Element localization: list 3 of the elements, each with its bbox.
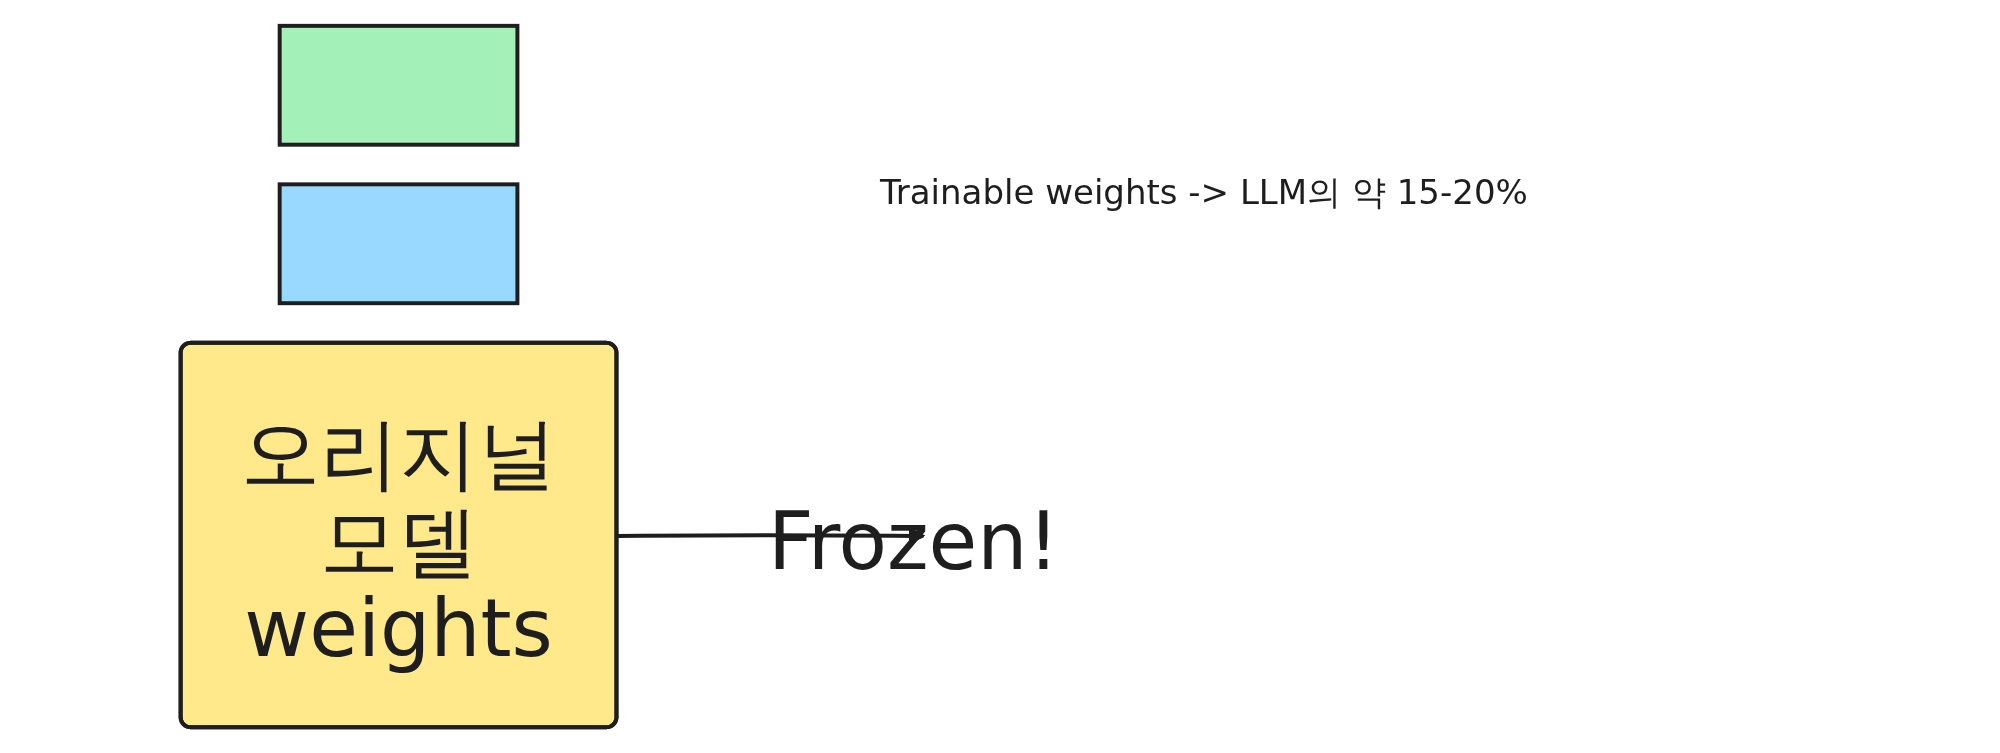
note-text: Trainable weights -> LLM의 약 15-20%	[880, 171, 1528, 214]
node-box	[277, 182, 520, 306]
node-box	[277, 23, 520, 147]
